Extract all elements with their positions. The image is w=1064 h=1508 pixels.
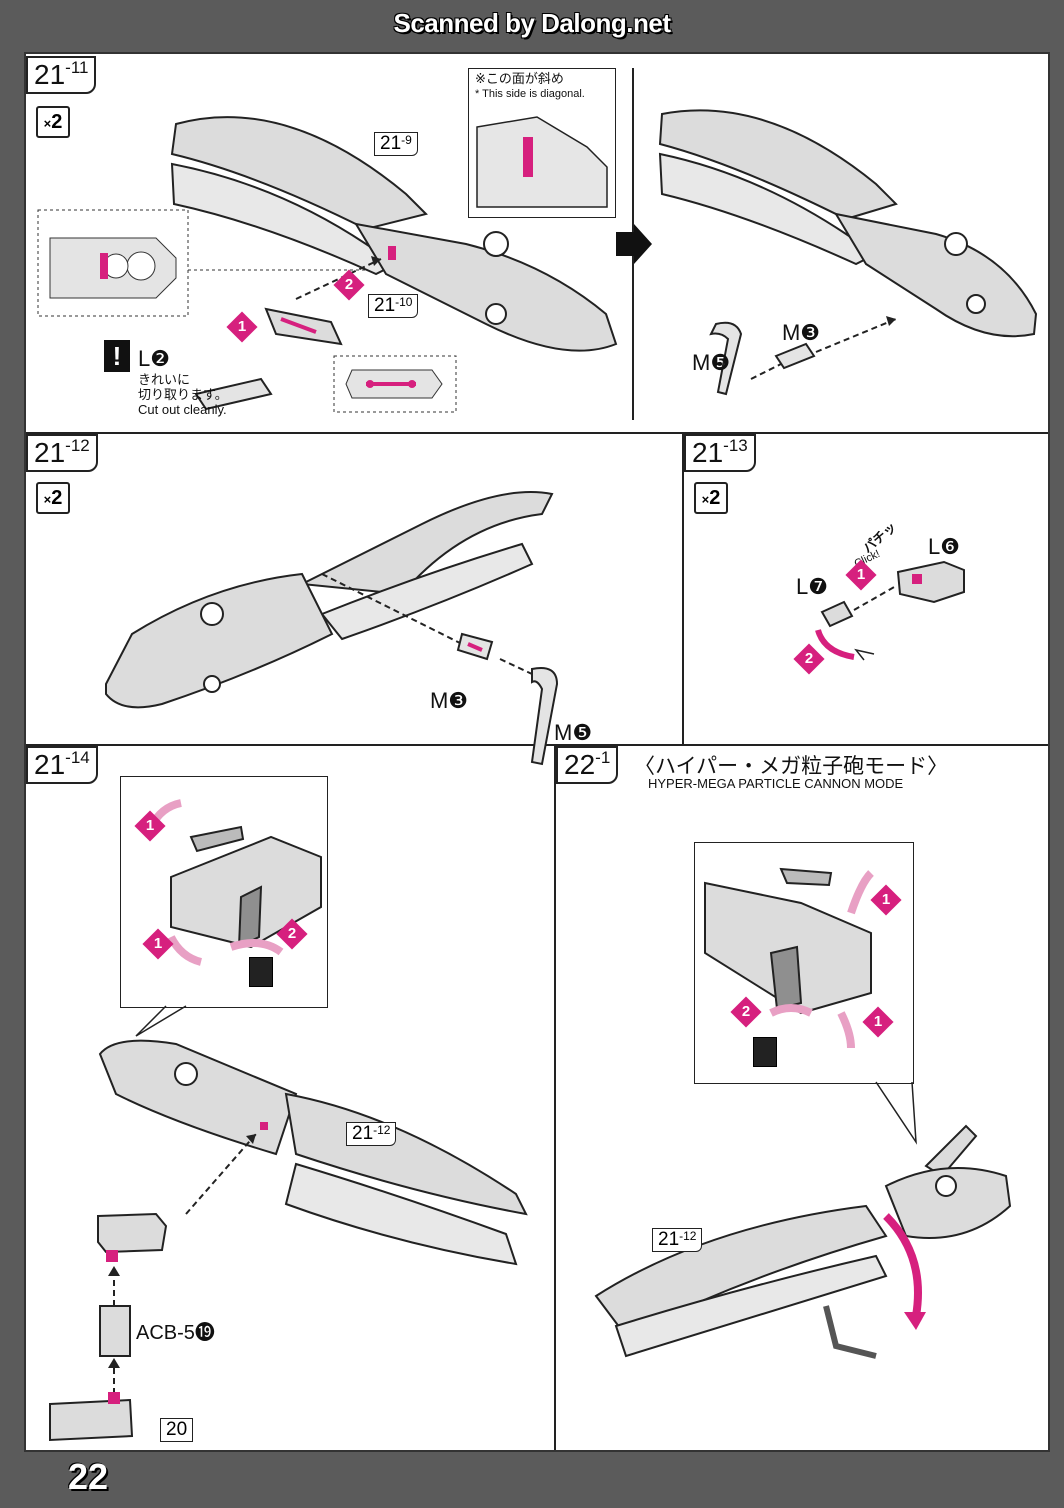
- exclamation-icon: !: [104, 340, 130, 372]
- step-marker-1: 1: [870, 884, 902, 916]
- part-20-label: 20: [160, 1418, 194, 1442]
- step-sub: -11: [65, 58, 89, 77]
- part-stack-21-14: [49, 1212, 168, 1442]
- part-m5-label: M❺: [692, 350, 731, 375]
- page-number: 22: [68, 1456, 109, 1497]
- step-21-13-panel: 21-13 ×2 パチッ Click! 1 L❻ L❼ 2: [684, 434, 1048, 746]
- cut-tool-icon: [753, 1037, 777, 1067]
- cut-note-en: Cut out cleanly.: [138, 402, 227, 417]
- cut-tool-icon: [249, 957, 273, 987]
- callout-pointer: [875, 1081, 917, 1145]
- detail-inset-left: [37, 209, 457, 413]
- step-21-13-badge: 21-13: [684, 434, 756, 472]
- multiplier-badge: ×2: [36, 482, 70, 514]
- step-marker-1: 1: [134, 810, 166, 842]
- weapon-drawing-21-12: [105, 491, 559, 766]
- instruction-page: 21-11 ×2: [24, 52, 1050, 1452]
- part-m5-label: M❺: [554, 720, 593, 745]
- note-jp: ※この面が斜め: [475, 71, 564, 86]
- step-marker-2: 2: [730, 996, 762, 1028]
- ref-21-10: 21-10: [368, 294, 419, 318]
- diagonal-note-inset: ※この面が斜め * This side is diagonal.: [468, 68, 616, 218]
- step-21-11-badge: 21-11: [26, 56, 97, 94]
- multiplier-badge: ×2: [694, 482, 728, 514]
- part-m3-label: M❸: [430, 688, 469, 713]
- part-l6-label: L❻: [928, 534, 960, 559]
- step-marker-1: 1: [226, 311, 258, 343]
- part-l2-label: L❷: [138, 346, 170, 371]
- step-21-14-panel: 21-14 1 1 2: [26, 746, 556, 1450]
- ref-21-9: 21-9: [374, 132, 418, 156]
- part-l7-label: L❼: [796, 574, 828, 599]
- step-marker-2: 2: [333, 269, 365, 301]
- multiplier-badge: ×2: [36, 106, 70, 138]
- cut-note-jp-2: 切り取ります。: [138, 387, 228, 402]
- weapon-drawing-22-1: [594, 1124, 1012, 1359]
- mode-title-en: HYPER-MEGA PARTICLE CANNON MODE: [648, 776, 904, 791]
- detail-callout-21-14: 1 1 2: [120, 776, 328, 1008]
- step-marker-1: 1: [862, 1006, 894, 1038]
- step-21-11-panel: 21-11 ×2: [26, 54, 1048, 434]
- part-m3-label: M❸: [782, 320, 821, 345]
- ref-21-12: 21-12: [652, 1228, 703, 1252]
- step-marker-2: 2: [276, 918, 308, 950]
- step-21-12-badge: 21-12: [26, 434, 98, 472]
- weapon-drawing-21-11-right: [658, 109, 1038, 396]
- step-22-1-panel: 22-1 〈ハイパー・メガ粒子砲モード〉 HYPER-MEGA PARTICLE…: [556, 746, 1048, 1450]
- step-21-12-panel: 21-12 ×2 M❸ M❺: [26, 434, 684, 766]
- step-marker-2: 2: [793, 643, 825, 675]
- note-en: * This side is diagonal.: [475, 88, 585, 100]
- step-marker-1: 1: [142, 928, 174, 960]
- click-jp: パチッ: [859, 519, 900, 556]
- cut-note-jp-1: きれいに: [138, 372, 191, 387]
- detail-callout-22-1: 1 1 2: [694, 842, 914, 1084]
- ref-21-12: 21-12: [346, 1122, 397, 1146]
- mode-title-jp: 〈ハイパー・メガ粒子砲モード〉: [634, 755, 949, 778]
- callout-pointer: [135, 1005, 187, 1037]
- weapon-drawing-21-11: [170, 116, 618, 411]
- arrow-right-icon: [616, 224, 652, 264]
- step-21-14-badge: 21-14: [26, 746, 98, 784]
- step-22-1-badge: 22-1: [556, 746, 619, 784]
- part-assembly-21-13: [815, 560, 965, 661]
- scanner-banner: Scanned by Dalong.net: [393, 8, 672, 38]
- part-acb5-label: ACB-5⓳: [136, 1322, 215, 1344]
- step-number: 21: [34, 59, 66, 90]
